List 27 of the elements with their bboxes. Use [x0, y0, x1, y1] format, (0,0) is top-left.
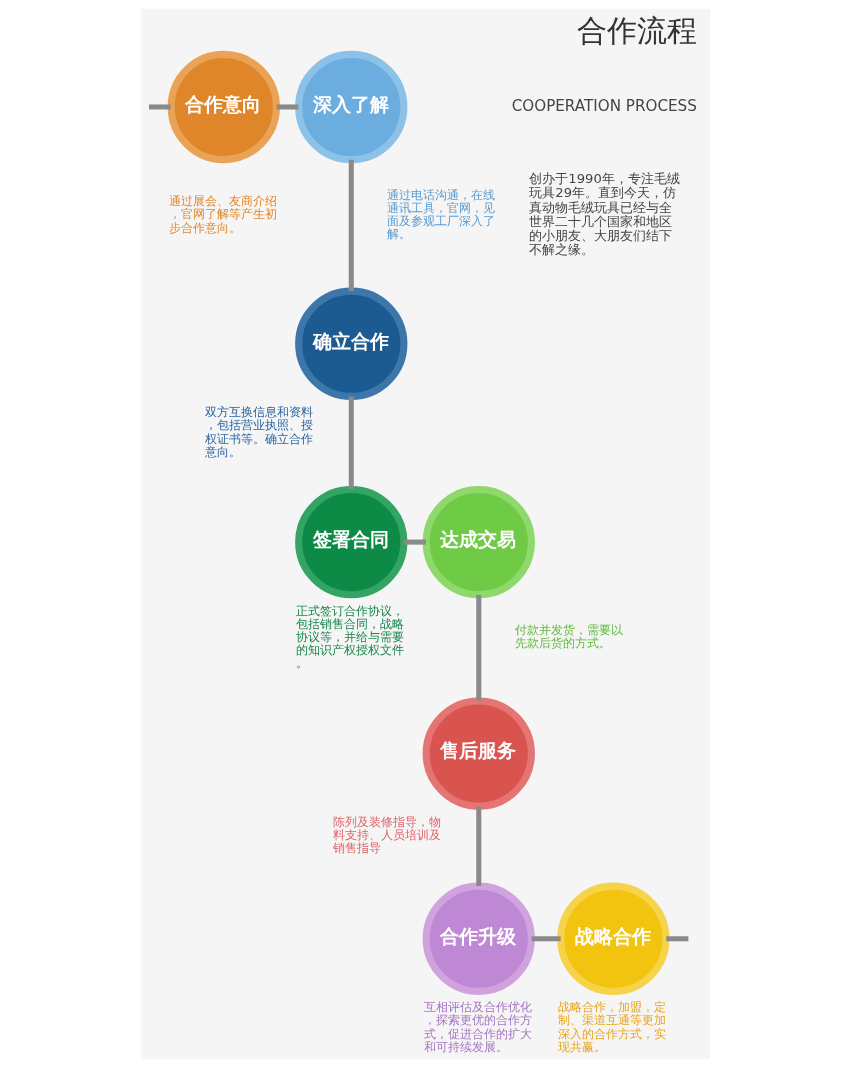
- node-label: 互相评估及合作优化，探索更优的合作方式，促进合作的扩大和可持续发展。: [423, 1000, 532, 1054]
- connector: [276, 104, 298, 110]
- node-circle: 战略合作: [556, 882, 669, 995]
- node-label: 通过展会、友商介绍，官网了解等产生初步合作意向。: [168, 194, 277, 235]
- connector: [475, 806, 481, 886]
- connector: [148, 104, 171, 110]
- node-label: 通过电话沟通，在线通讯工具，官网，见面及参观工厂深入了解。: [386, 187, 495, 242]
- connector: [403, 539, 426, 545]
- node-circle: 售后服务: [422, 697, 535, 810]
- node-label: 双方互换信息和资料，包括营业执照、授权证书等。确立合作意向。: [204, 405, 313, 459]
- node-label: 陈列及装修指导，物料支持、人员培训及销售指导: [332, 815, 441, 856]
- connector: [348, 396, 354, 490]
- diagram-title: 合作流程: [576, 13, 697, 49]
- connector: [475, 594, 481, 701]
- node-circle: 合作升级: [422, 882, 535, 995]
- node-circle: 合作意向: [167, 50, 280, 164]
- connector: [665, 936, 688, 942]
- node-circle: 达成交易: [422, 485, 535, 599]
- node-label: 付款并发货，需要以先款后货的方式。: [514, 623, 623, 651]
- node-circle: 深入了解: [294, 50, 407, 164]
- node-label: 正式签订合作协议，包括销售合同，战略协议等，并给与需要的知识产权授权文件。: [295, 603, 404, 671]
- node-circle: 确立合作: [294, 287, 407, 400]
- node-label: 战略合作，加盟，定制、渠道互通等更加深入的合作方式，实现共赢。: [557, 1000, 666, 1054]
- label: 创办于1990年，专注毛绒玩具29年。直到今天，仿真动物毛绒玩具已经与全世界二十几个国家和地区的小朋友、大朋友们结下不解之缘。: [528, 171, 680, 258]
- connector: [348, 159, 354, 292]
- label: COOPERATION PROCESS: [511, 96, 697, 115]
- node-circle: 签署合同: [294, 485, 407, 599]
